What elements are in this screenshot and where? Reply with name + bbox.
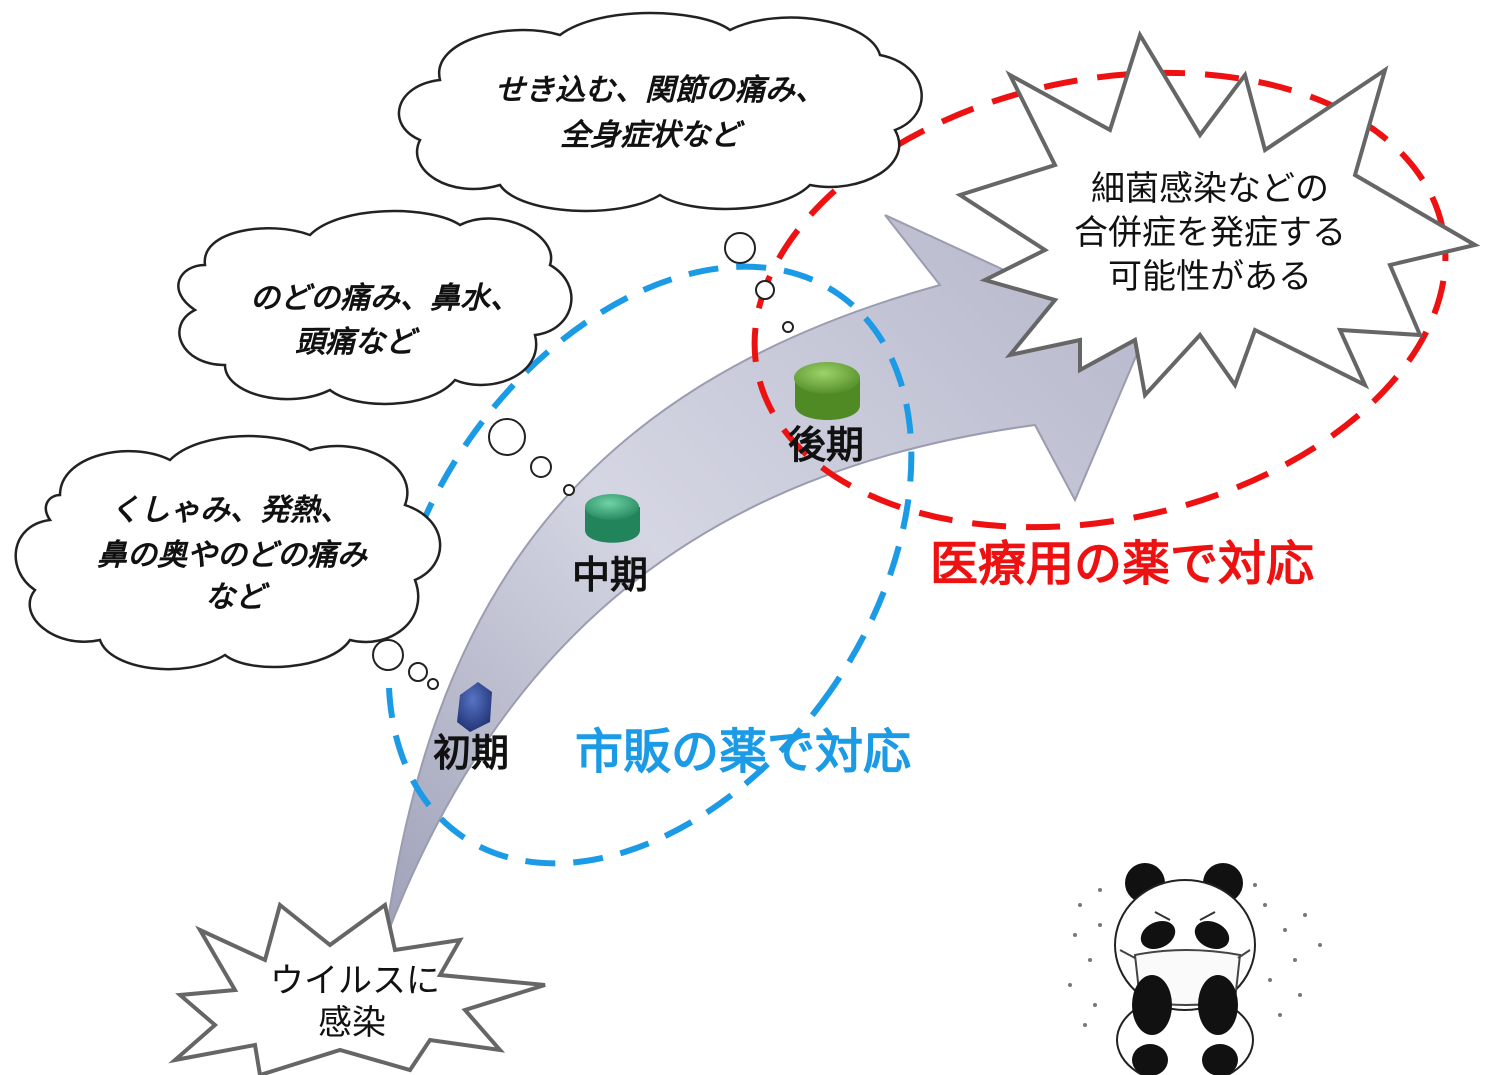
thought-bubble-dot [427, 678, 439, 690]
rx-medicine-caption: 医療用の薬で対応 [930, 536, 1314, 592]
infection-line2: 感染 [318, 1003, 386, 1043]
pill-early-icon [457, 682, 492, 732]
cloud-early-line3: など [205, 580, 270, 615]
thought-cloud-early: くしゃみ、発熱、 鼻の奥やのどの痛み など [14, 434, 442, 671]
infection-line1: ウイルスに [270, 961, 440, 1001]
otc-range-ellipse [385, 263, 915, 867]
cloud-early-line1: くしゃみ、発熱、 [110, 493, 350, 528]
cloud-mid-line2: 頭痛など [295, 325, 420, 360]
thought-cloud-mid: のどの痛み、鼻水、 頭痛など [177, 209, 573, 406]
complication-line1: 細菌感染などの [1091, 169, 1329, 209]
stage-early-label: 初期 [433, 731, 509, 775]
thought-bubble-dot [563, 484, 575, 496]
thought-bubble-dot [530, 456, 552, 478]
stage-mid-label: 中期 [572, 553, 648, 597]
otc-medicine-caption: 市販の薬で対応 [575, 724, 911, 780]
cloud-early-line2: 鼻の奥やのどの痛み [97, 538, 368, 573]
infection-burst: ウイルスに 感染 [168, 901, 546, 1075]
sick-panda-with-mask-icon [1068, 863, 1322, 1075]
cloud-late-line1: せき込む、関節の痛み、 [495, 73, 825, 108]
cloud-late-line2: 全身症状など [560, 118, 745, 153]
cloud-mid-line1: のどの痛み、鼻水、 [250, 281, 520, 316]
thought-cloud-late: せき込む、関節の痛み、 全身症状など [397, 11, 923, 213]
complication-line3: 可能性がある [1108, 257, 1312, 297]
pill-late-icon [794, 362, 860, 420]
complication-burst: 細菌感染などの 合併症を発症する 可能性がある [955, 30, 1481, 400]
thought-bubble-dot [408, 662, 428, 682]
thought-bubble-dot [488, 418, 526, 456]
stage-late-label: 後期 [788, 423, 864, 467]
pill-mid-icon [585, 494, 640, 543]
complication-line2: 合併症を発症する [1074, 213, 1346, 253]
thought-bubble-dot [755, 280, 775, 300]
thought-bubble-dot [372, 639, 404, 671]
thought-bubble-dot [782, 321, 794, 333]
thought-bubble-dot [724, 232, 756, 264]
